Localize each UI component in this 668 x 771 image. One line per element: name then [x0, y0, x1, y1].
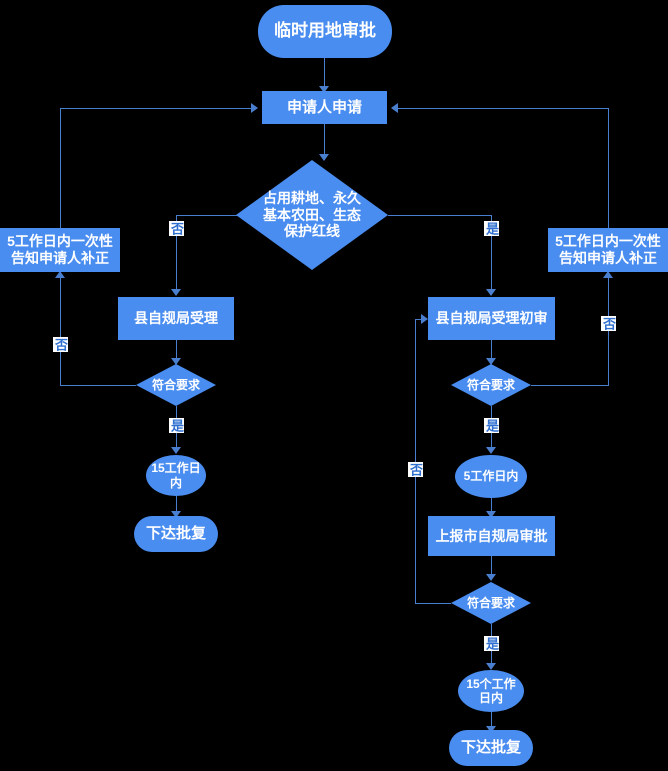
- arrowhead-review-to-meets-right: [486, 358, 496, 365]
- edge-days15-to-reply-left: [176, 496, 177, 516]
- edge-meets-bottom-no-to-review: [415, 319, 423, 320]
- arrowhead-notify-right-to-apply: [391, 103, 398, 113]
- node-check-land-line3: 保护红线: [284, 223, 340, 240]
- node-notify-left-line1: 5工作日内一次性: [7, 233, 113, 250]
- node-notify-right[interactable]: 5工作日内一次性 告知申请人补正: [548, 228, 668, 272]
- node-county-accept-review-label: 县自规局受理初审: [435, 310, 548, 327]
- node-report-city-label: 上报市自规局审批: [435, 527, 548, 544]
- arrowhead-check-no: [171, 289, 181, 296]
- arrowhead-meets-right-no: [603, 271, 613, 278]
- node-meets-right-label: 符合要求: [466, 377, 515, 392]
- node-days5-right-label: 5工作日内: [463, 469, 519, 484]
- arrowhead-meets-right-yes: [486, 447, 496, 454]
- edge-review-to-meets-right: [491, 340, 492, 364]
- arrowhead-notify-left-to-apply: [251, 103, 258, 113]
- node-notify-left[interactable]: 5工作日内一次性 告知申请人补正: [0, 228, 120, 272]
- edge-label-check-no: 否: [169, 221, 184, 236]
- edge-meets-left-no-vertical: [60, 278, 61, 385]
- arrowhead-apply-to-check: [319, 154, 329, 161]
- edge-apply-to-check: [324, 124, 325, 160]
- edge-meets-left-no-horizontal: [60, 385, 136, 386]
- edge-notify-right-to-apply-horizontal: [397, 108, 608, 109]
- node-county-accept-label: 县自规局受理: [134, 310, 218, 327]
- edge-notify-left-to-apply-vertical: [60, 108, 61, 228]
- edge-check-no-vertical: [176, 215, 177, 291]
- node-county-accept-review[interactable]: 县自规局受理初审: [428, 297, 555, 340]
- node-days5-right[interactable]: 5工作日内: [455, 455, 527, 498]
- edge-accept-to-meets: [176, 340, 177, 364]
- edge-meets-bottom-no-vertical: [415, 319, 416, 603]
- node-meets-right[interactable]: 符合要求: [451, 364, 531, 406]
- edge-days15-bottom-to-reply: [491, 712, 492, 730]
- node-start-label: 临时用地审批: [274, 21, 376, 41]
- node-check-land-line2: 基本农田、生态: [263, 206, 361, 223]
- node-days15-left-line2: 内: [169, 475, 182, 490]
- node-start[interactable]: 临时用地审批: [258, 5, 392, 58]
- node-reply-bottom-label: 下达批复: [460, 739, 521, 757]
- node-apply-label: 申请人申请: [286, 98, 362, 116]
- node-reply-left[interactable]: 下达批复: [134, 516, 218, 552]
- node-days15-bottom-line2: 日内: [478, 691, 503, 705]
- edge-meets-bottom-no-horizontal: [415, 603, 451, 604]
- edge-meets-right-no-horizontal: [531, 385, 609, 386]
- node-check-land-line1: 占用耕地、永久: [263, 190, 361, 207]
- edge-label-meets-right-yes: 是: [484, 418, 499, 433]
- node-meets-bottom[interactable]: 符合要求: [451, 582, 531, 624]
- edge-label-meets-bottom-no: 否: [408, 462, 423, 477]
- arrowhead-accept-to-meets: [171, 358, 181, 365]
- edge-start-to-apply: [324, 58, 325, 91]
- node-days15-left[interactable]: 15工作日 内: [146, 455, 206, 496]
- edge-check-yes-horizontal: [388, 215, 491, 216]
- edge-meets-right-no-vertical: [608, 278, 609, 385]
- node-meets-left[interactable]: 符合要求: [136, 364, 216, 406]
- edge-report-to-meets-bottom: [491, 556, 492, 580]
- node-apply[interactable]: 申请人申请: [262, 91, 387, 124]
- node-notify-right-line1: 5工作日内一次性: [555, 233, 661, 250]
- edge-days5-to-report: [491, 498, 492, 516]
- node-check-land[interactable]: 占用耕地、永久 基本农田、生态 保护红线: [236, 160, 388, 270]
- arrowhead-days5-to-report: [486, 511, 496, 518]
- node-report-city[interactable]: 上报市自规局审批: [428, 516, 555, 556]
- node-county-accept[interactable]: 县自规局受理: [118, 297, 234, 340]
- edge-label-meets-right-no: 否: [601, 316, 616, 331]
- arrowhead-days15-bottom-to-reply: [486, 726, 496, 733]
- edge-check-no-horizontal: [176, 215, 262, 216]
- node-reply-left-label: 下达批复: [145, 525, 206, 543]
- edge-label-meets-left-no: 否: [53, 337, 68, 352]
- edge-label-meets-left-yes: 是: [169, 418, 184, 433]
- node-notify-right-line2: 告知申请人补正: [559, 250, 657, 266]
- node-notify-left-line2: 告知申请人补正: [11, 250, 109, 266]
- arrowhead-meets-bottom-yes: [486, 663, 496, 670]
- node-meets-bottom-label: 符合要求: [466, 595, 515, 610]
- edge-label-meets-bottom-yes: 是: [484, 636, 499, 651]
- node-days15-left-line1: 15工作日: [151, 461, 201, 476]
- node-check-land-label: 占用耕地、永久 基本农田、生态 保护红线: [236, 190, 388, 240]
- edge-label-check-yes: 是: [484, 221, 499, 236]
- arrowhead-meets-left-no: [55, 271, 65, 278]
- arrowhead-meets-bottom-no: [421, 314, 428, 324]
- node-days15-bottom-line1: 15个工作: [466, 676, 516, 691]
- arrowhead-days15-to-reply-left: [171, 511, 181, 518]
- node-meets-left-label: 符合要求: [151, 377, 200, 392]
- arrowhead-meets-left-yes: [171, 447, 181, 454]
- node-reply-bottom[interactable]: 下达批复: [449, 730, 533, 766]
- arrowhead-check-yes: [486, 289, 496, 296]
- edge-notify-right-to-apply-vertical: [608, 108, 609, 228]
- node-days15-bottom[interactable]: 15个工作 日内: [458, 670, 524, 712]
- arrowhead-start-to-apply: [319, 86, 329, 93]
- arrowhead-report-to-meets-bottom: [486, 574, 496, 581]
- edge-check-yes-vertical: [491, 215, 492, 291]
- edge-notify-left-to-apply-horizontal: [60, 108, 256, 109]
